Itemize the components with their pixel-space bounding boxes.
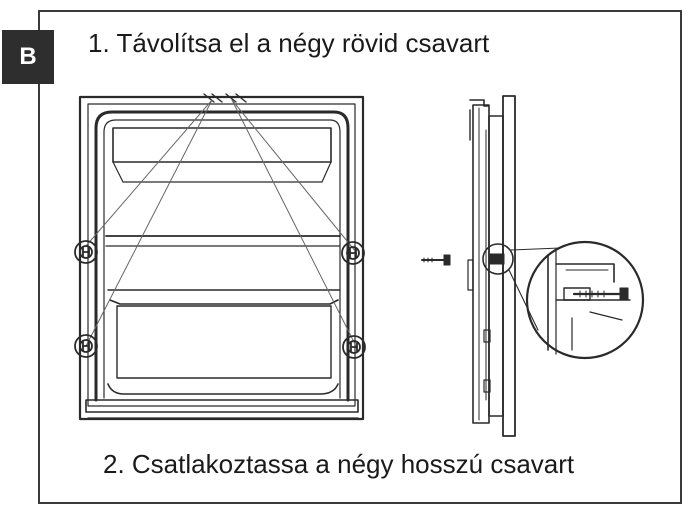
step-badge: B bbox=[2, 30, 54, 84]
side-view-door bbox=[467, 95, 561, 437]
magnified-detail bbox=[525, 240, 645, 360]
front-view-door bbox=[78, 93, 365, 421]
circled-screw-icon bbox=[74, 334, 98, 358]
step-1-caption: 1. Távolítsa el a négy rövid csavart bbox=[88, 28, 490, 58]
long-screw-icon bbox=[421, 254, 451, 266]
circled-screw-icon bbox=[341, 241, 365, 265]
step-2-caption: 2. Csatlakoztassa a négy hosszú csavart bbox=[103, 449, 575, 479]
circled-screw-icon bbox=[342, 335, 366, 359]
circled-screw-icon bbox=[74, 240, 98, 264]
instruction-panel-frame bbox=[38, 10, 682, 504]
